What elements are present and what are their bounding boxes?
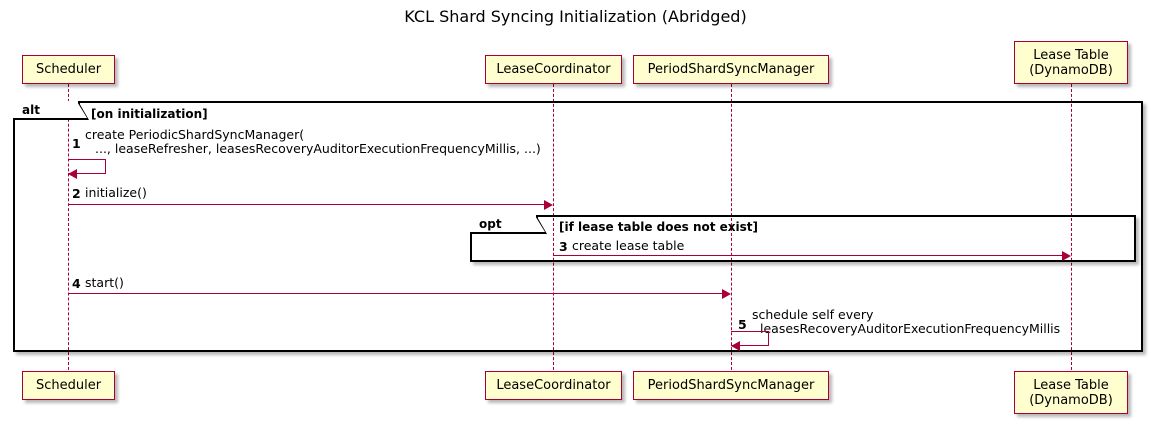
message-3-arrowhead xyxy=(1062,250,1071,261)
participant-lease-coordinator-top[interactable]: LeaseCoordinator xyxy=(485,55,622,84)
fragment-keyword: opt xyxy=(479,216,502,231)
message-5-arrow-bottom xyxy=(731,345,769,346)
message-5-label-line1: schedule self every xyxy=(752,307,874,322)
message-3-label: create lease table xyxy=(572,238,685,253)
participant-label: LeaseCoordinator xyxy=(496,378,611,393)
message-1-label-line1: create PeriodicShardSyncManager( xyxy=(85,127,305,142)
message-1-label-line2: ..., leaseRefresher, leasesRecoveryAudit… xyxy=(95,141,541,156)
message-5-arrowhead xyxy=(731,340,740,351)
participant-label: PeriodShardSyncManager xyxy=(647,62,815,77)
participant-label: PeriodShardSyncManager xyxy=(647,378,815,393)
message-5-label-line2: leasesRecoveryAuditorExecutionFrequencyM… xyxy=(760,321,1061,336)
fragment-alt-guard: [on initialization] xyxy=(91,107,208,121)
fragment-opt-keyword-tab: opt xyxy=(470,214,547,234)
message-2-arrowhead xyxy=(544,199,553,210)
participant-period-shard-sync-manager-bottom[interactable]: PeriodShardSyncManager xyxy=(633,371,829,400)
participant-lease-coordinator-bottom[interactable]: LeaseCoordinator xyxy=(485,371,622,400)
participant-label-line2: (DynamoDB) xyxy=(1029,392,1113,408)
lifeline-lease-table xyxy=(1071,84,1072,370)
fragment-opt-lease-table xyxy=(470,215,1136,262)
message-4-arrow-line xyxy=(68,293,722,294)
fragment-keyword: alt xyxy=(22,102,40,117)
participant-label: Scheduler xyxy=(35,378,102,393)
message-1-arrow-side xyxy=(105,159,106,173)
message-2-number: 2 xyxy=(72,186,81,201)
fragment-alt-keyword-tab: alt xyxy=(13,100,89,120)
participant-lease-table-bottom[interactable]: Lease Table (DynamoDB) xyxy=(1014,371,1128,414)
message-4-arrowhead xyxy=(722,288,731,299)
fragment-opt-guard: [if lease table does not exist] xyxy=(559,220,759,234)
participant-label-line2: (DynamoDB) xyxy=(1029,62,1113,78)
participant-lease-table-top[interactable]: Lease Table (DynamoDB) xyxy=(1014,41,1128,84)
message-5-arrow-side xyxy=(768,331,769,345)
message-5-number: 5 xyxy=(738,317,747,332)
participant-period-shard-sync-manager-top[interactable]: PeriodShardSyncManager xyxy=(633,55,829,84)
participant-scheduler-top[interactable]: Scheduler xyxy=(22,55,115,84)
message-1-number: 1 xyxy=(72,136,81,151)
message-2-label: initialize() xyxy=(85,185,147,200)
participant-scheduler-bottom[interactable]: Scheduler xyxy=(22,371,115,400)
participant-label: Scheduler xyxy=(35,62,102,77)
message-4-label: start() xyxy=(85,275,124,290)
message-3-arrow-line xyxy=(553,255,1062,256)
participant-label: LeaseCoordinator xyxy=(496,62,611,77)
fragment-alt-on-initialization xyxy=(13,101,1143,352)
participant-label-line1: Lease Table xyxy=(1033,377,1109,393)
message-1-arrowhead xyxy=(68,168,77,179)
lifeline-scheduler xyxy=(68,84,69,370)
message-1-arrow-bottom xyxy=(68,173,106,174)
message-1-arrow-top xyxy=(68,159,106,160)
lifeline-period-shard-sync-manager xyxy=(731,84,732,370)
message-2-arrow-line xyxy=(68,204,544,205)
message-5-arrow-top xyxy=(731,331,769,332)
lifeline-lease-coordinator xyxy=(553,84,554,370)
participant-label-line1: Lease Table xyxy=(1033,47,1109,63)
page-title: KCL Shard Syncing Initialization (Abridg… xyxy=(404,7,747,26)
message-4-number: 4 xyxy=(72,276,81,291)
message-3-number: 3 xyxy=(559,239,568,254)
